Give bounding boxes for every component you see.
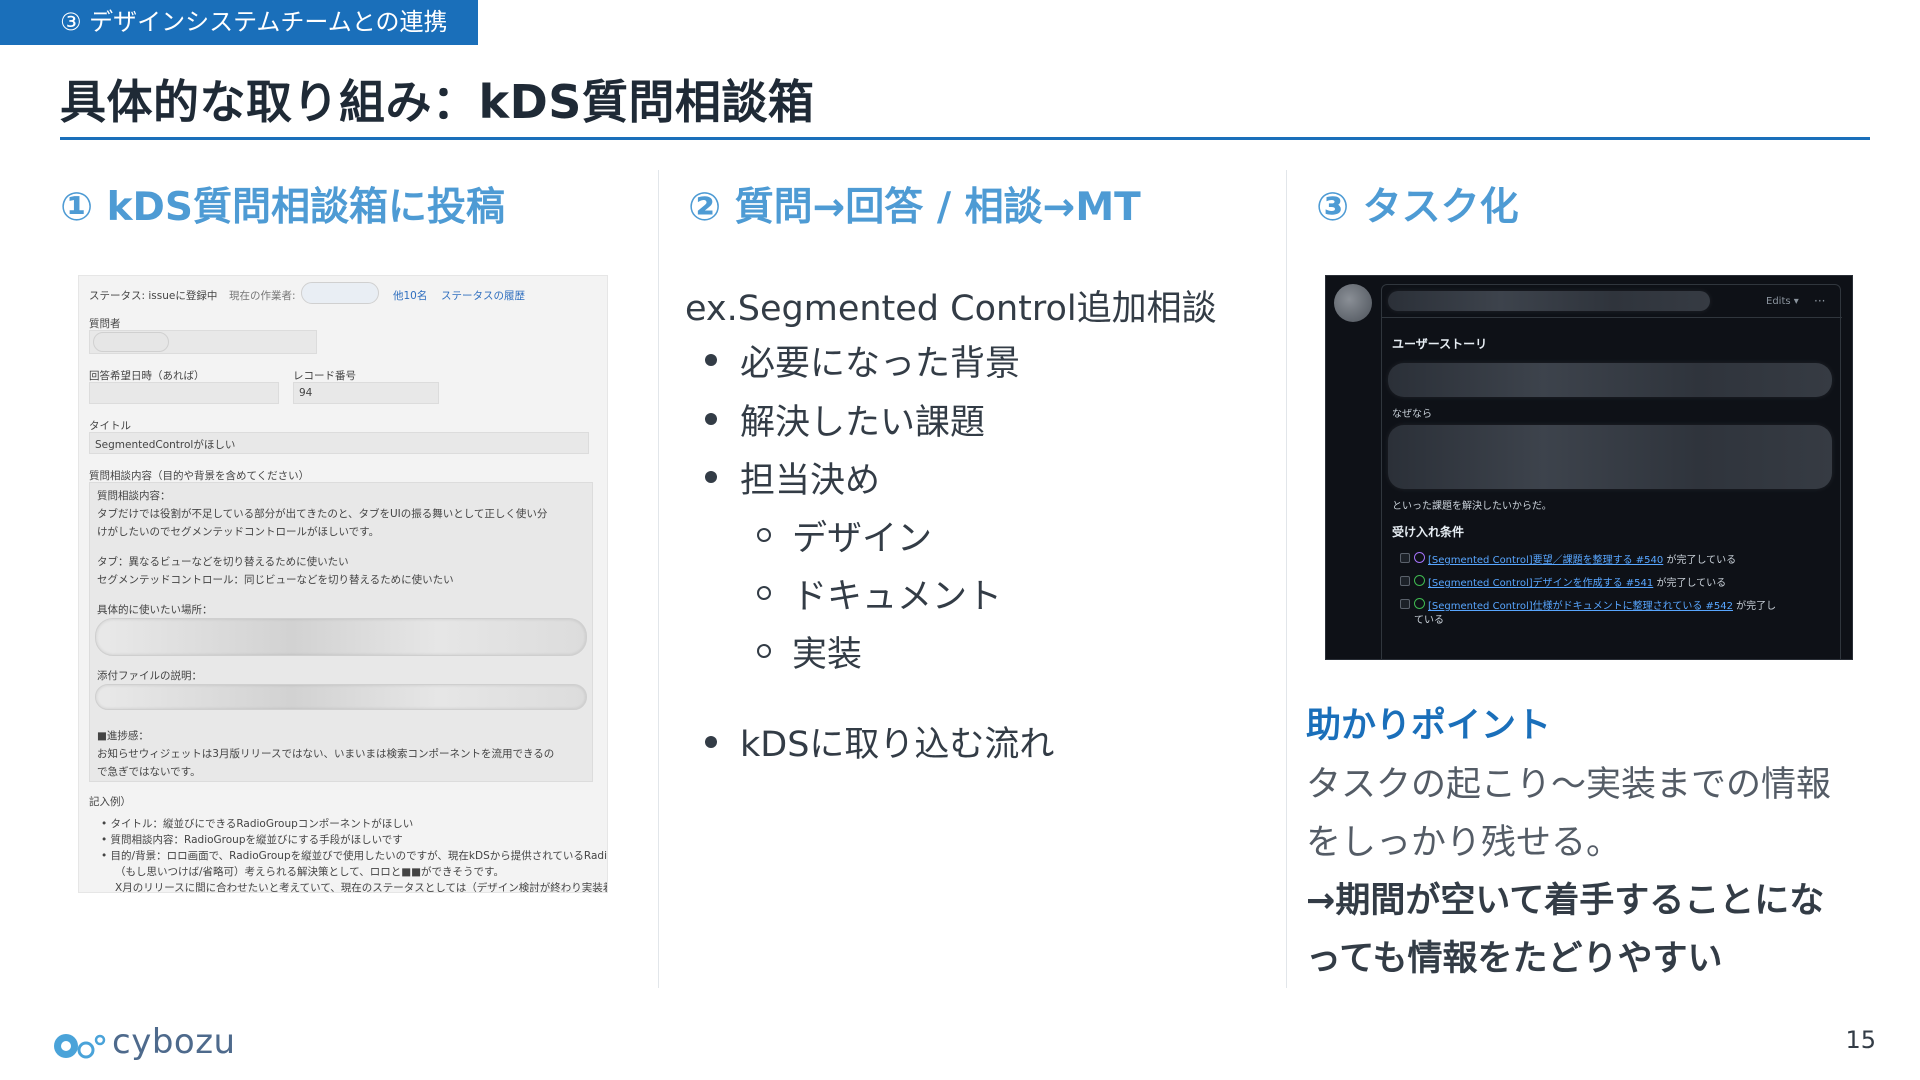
bullet-assign: 担当決め <box>740 461 881 501</box>
example-line: X月のリリースに間に合わせたいと考えていて、現在のステータスとしては（デザイン検… <box>115 882 608 893</box>
form-screenshot: ステータス: issueに登録中 現在の作業者: 他10名 ステータスの履歴 質… <box>78 275 608 893</box>
section-tab: ③ デザインシステムチームとの連携 <box>0 0 478 45</box>
issue-open-icon <box>1414 575 1425 586</box>
bullet-dot <box>705 354 717 366</box>
bullet-problem: 解決したい課題 <box>740 403 986 443</box>
bullet-dot <box>705 736 717 748</box>
issue-closed-icon <box>1414 552 1425 563</box>
due-label: 回答希望日時（あれば） <box>89 370 205 382</box>
column-heading-task: ③ タスク化 <box>1316 185 1519 230</box>
logo-text: cybozu <box>112 1022 236 1062</box>
column-divider <box>658 170 659 988</box>
task-wrap: ている <box>1414 615 1444 626</box>
title-field <box>89 432 589 454</box>
task-link[interactable]: [Segmented Control]要望／課題を整理する #540 <box>1428 555 1664 566</box>
content-line: 具体的に使いたい場所： <box>97 604 213 616</box>
task-checkbox[interactable] <box>1400 553 1410 563</box>
avatar <box>1334 284 1372 322</box>
task-checkbox[interactable] <box>1400 599 1410 609</box>
point-heading: 助かりポイント <box>1306 706 1552 746</box>
blurred-header <box>1388 291 1710 311</box>
task-item: [Segmented Control]仕様がドキュメントに整理されている #54… <box>1428 601 1777 612</box>
sub-bullet-ring <box>757 644 771 658</box>
column-divider <box>1286 170 1287 988</box>
sub-bullet-ring <box>757 528 771 542</box>
progress-line: で急ぎではないです。 <box>97 766 201 778</box>
title-value: SegmentedControlがほしい <box>95 439 236 451</box>
point-emphasis: っても情報をたどりやすい <box>1306 939 1723 979</box>
example-line: • 目的/背景：ロロ画面で、RadioGroupを縦並びで使用したいのですが、現… <box>101 850 608 862</box>
blurred-attachment <box>95 684 587 710</box>
worker-count[interactable]: 他10名 <box>393 290 428 302</box>
sub-bullet-ring <box>757 586 771 600</box>
bullet-dot <box>705 413 717 425</box>
task-link[interactable]: [Segmented Control]仕様がドキュメントに整理されている #54… <box>1428 601 1733 612</box>
example-line: （もし思いつけば/省略可）考えられる解決策として、ロロと■■ができそうです。 <box>115 866 504 878</box>
task-link[interactable]: [Segmented Control]デザインを作成する #541 <box>1428 578 1654 589</box>
example-line: • タイトル：縦並びにできるRadioGroupコンポーネントがほしい <box>101 818 414 830</box>
due-field <box>89 382 279 404</box>
edits-dropdown[interactable]: Edits ▾ <box>1766 296 1799 307</box>
point-text: をしっかり残せる。 <box>1306 823 1622 863</box>
blurred-reason <box>1388 425 1832 489</box>
criteria-heading: 受け入れ条件 <box>1392 525 1465 539</box>
content-line: タブだけでは役割が不足している部分が出てきたのと、タブをUIの振る舞いとして正し… <box>97 508 548 520</box>
example-label: 記入例） <box>89 796 131 808</box>
task-checkbox[interactable] <box>1400 576 1410 586</box>
record-field <box>293 382 439 404</box>
title-divider <box>60 137 1870 140</box>
attach-label: 添付ファイルの説明： <box>97 670 202 682</box>
sub-bullet-design: デザイン <box>792 519 933 559</box>
asker-blur <box>93 332 169 352</box>
example-lead: ex.Segmented Control追加相談 <box>685 289 1217 329</box>
progress-line: お知らせウィジェットは3月版リリースではない、いまいまは検索コンポーネントを流用… <box>97 748 555 760</box>
blurred-story <box>1388 363 1832 397</box>
more-menu-icon[interactable]: ··· <box>1814 294 1826 308</box>
asker-label: 質問者 <box>89 318 121 330</box>
title-label: タイトル <box>89 420 131 432</box>
card-divider <box>1382 317 1842 318</box>
issue-open-icon <box>1414 598 1425 609</box>
bullet-flow: kDSに取り込む流れ <box>740 725 1055 765</box>
issue-screenshot: Edits ▾ ··· ユーザーストーリ なぜなら といった課題を解決したいから… <box>1325 275 1853 660</box>
status-label: ステータス: issueに登録中 <box>89 290 218 302</box>
bullet-background: 必要になった背景 <box>740 344 1021 384</box>
sub-bullet-document: ドキュメント <box>792 577 1003 617</box>
status-history-link[interactable]: ステータスの履歴 <box>441 290 525 302</box>
record-value: 94 <box>299 387 313 399</box>
content-label: 質問相談内容（目的や背景を含めてください） <box>89 470 310 482</box>
because-label: なぜなら <box>1392 409 1432 420</box>
blurred-place <box>95 618 587 656</box>
task-item: [Segmented Control]要望／課題を整理する #540 が完了して… <box>1428 555 1737 566</box>
cybozu-logo-icon <box>54 1034 106 1059</box>
record-label: レコード番号 <box>293 370 356 382</box>
content-line: けがしたいのでセグメンテッドコントロールがほしいです。 <box>97 526 380 538</box>
issue-card: Edits ▾ ··· ユーザーストーリ なぜなら といった課題を解決したいから… <box>1381 284 1842 659</box>
worker-avatar-blur <box>301 282 379 304</box>
slide-title: 具体的な取り組み：kDS質問相談箱 <box>60 75 815 129</box>
task-item: [Segmented Control]デザインを作成する #541 が完了してい… <box>1428 578 1727 589</box>
story-heading: ユーザーストーリ <box>1392 337 1488 351</box>
point-text: タスクの起こり〜実装までの情報 <box>1306 765 1832 805</box>
column-heading-post: ① kDS質問相談箱に投稿 <box>60 185 505 230</box>
content-line: セグメンテッドコントロール：同じビューなどを切り替えるために使いたい <box>97 574 454 586</box>
sub-bullet-implement: 実装 <box>792 635 863 675</box>
page-number: 15 <box>1845 1026 1876 1054</box>
content-line: タブ：異なるビューなどを切り替えるために使いたい <box>97 556 349 568</box>
progress-line: ■進捗感： <box>97 730 149 742</box>
bullet-dot <box>705 471 717 483</box>
tail-text: といった課題を解決したいからだ。 <box>1392 501 1552 512</box>
example-line: • 質問相談内容：RadioGroupを縦並びにする手段がほしいです <box>101 834 403 846</box>
column-heading-answer: ② 質問→回答 / 相談→MT <box>688 185 1141 230</box>
worker-label: 現在の作業者: <box>229 290 296 302</box>
content-line: 質問相談内容： <box>97 490 171 502</box>
point-emphasis: →期間が空いて着手することにな <box>1306 881 1825 921</box>
